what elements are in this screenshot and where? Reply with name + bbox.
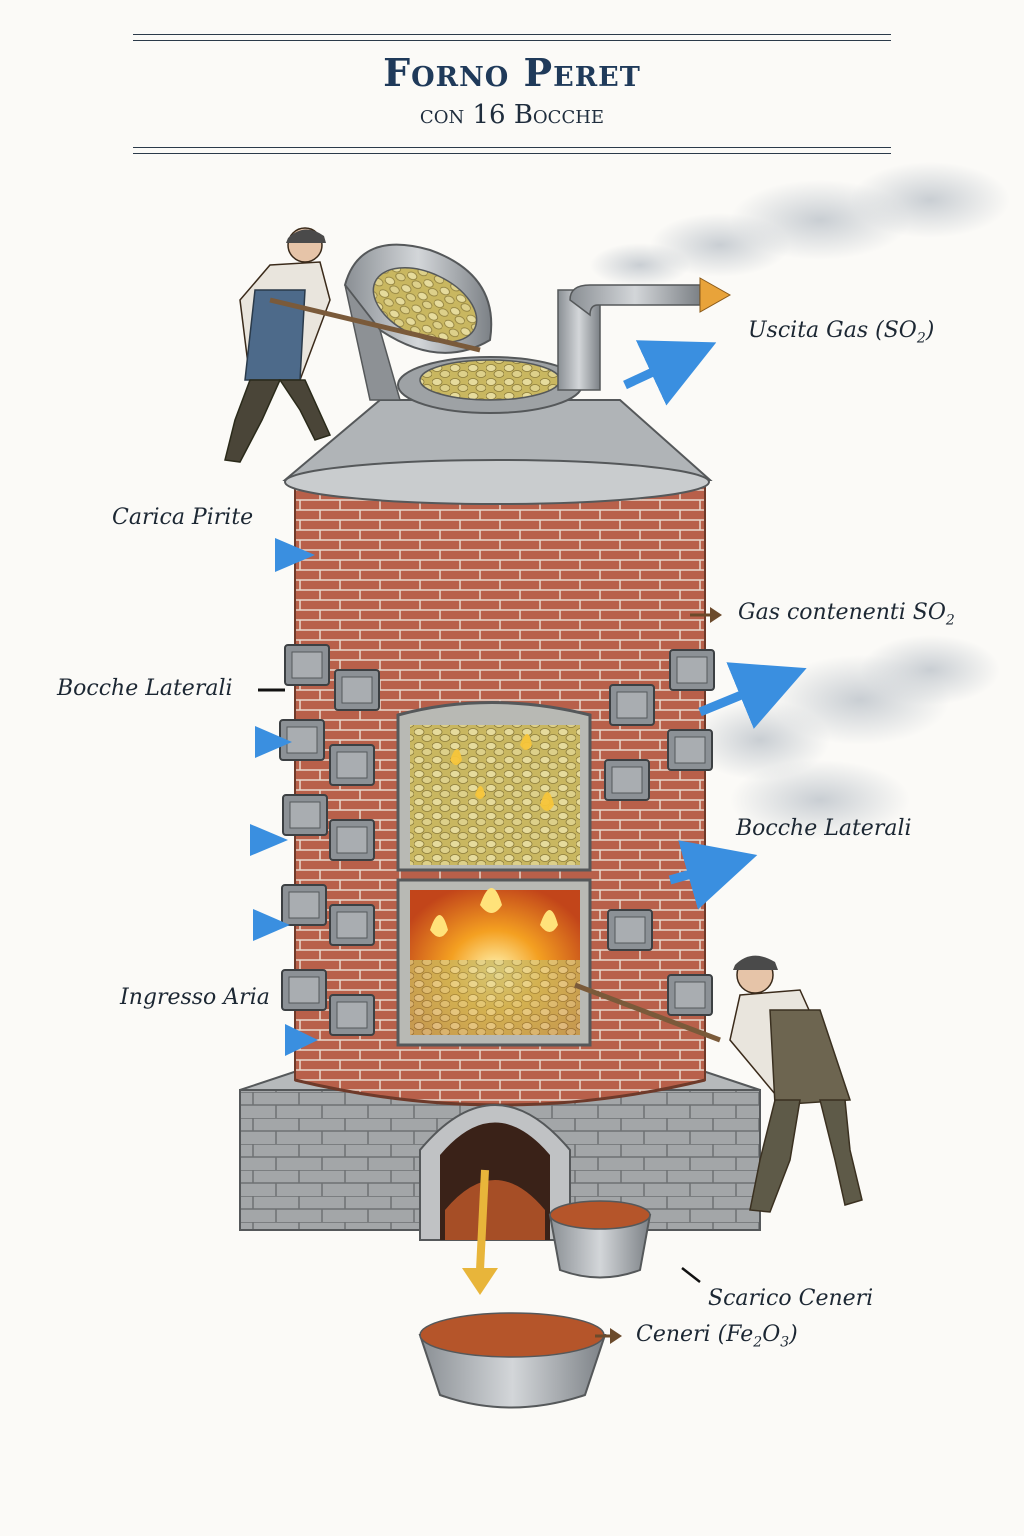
ash-basin (418, 1312, 607, 1409)
label-air-inlet: Ingresso Aria (120, 985, 270, 1010)
side-door-panel-5 (289, 801, 321, 829)
worker-bottom-figure (574, 955, 863, 1213)
label-ash-discharge: Scarico Ceneri (708, 1286, 874, 1311)
lower-fire-chamber (396, 878, 592, 1047)
air-inlet-arrows (160, 538, 318, 1056)
ash-arch (419, 1104, 571, 1241)
furnace-roof (282, 356, 713, 505)
label-gas-so2: Gas contenenti SO2 (738, 600, 955, 629)
side-door-panel-8 (336, 911, 368, 939)
side-door-panel-13 (611, 766, 643, 794)
side-doors (279, 644, 715, 1036)
label-pointers (258, 607, 722, 1344)
side-door-panel-2 (341, 676, 373, 704)
bottom-rule-2 (133, 153, 891, 154)
upper-ore-chamber (396, 701, 592, 872)
page-title: Forno Peret (383, 50, 641, 95)
side-door-panel-9 (288, 976, 320, 1004)
label-side-doors-left: Bocche Laterali (57, 676, 233, 701)
page-subtitle: con 16 Bocche (419, 100, 605, 130)
smoke-plume-top (590, 162, 1010, 287)
label-ash: Ceneri (Fe2O3) (636, 1322, 798, 1351)
side-door-panel-11 (616, 691, 648, 719)
side-door-panel-12 (676, 656, 708, 684)
side-door-panel-6 (336, 826, 368, 854)
side-door-panel-3 (286, 726, 318, 754)
side-door-panel-7 (288, 891, 320, 919)
gas-pipe (557, 277, 732, 391)
side-door-panel-15 (614, 916, 646, 944)
side-door-panel-10 (336, 1001, 368, 1029)
gas-outlet-arrows (623, 340, 807, 910)
side-door-panel-14 (674, 736, 706, 764)
ash-pan-small (548, 1200, 652, 1279)
top-rule-1 (133, 34, 891, 35)
label-pyrite-load: Carica Pirite (112, 505, 254, 530)
side-door-panel-16 (674, 981, 706, 1009)
top-rule-2 (133, 40, 891, 41)
bottom-rule-1 (133, 147, 891, 148)
label-gas-exit: Uscita Gas (SO2) (748, 318, 935, 347)
worker-top-figure (224, 227, 481, 463)
ash-drop-arrow (462, 1169, 498, 1295)
side-door-panel-4 (336, 751, 368, 779)
smoke-plume-side (690, 635, 1000, 840)
label-side-doors-right: Bocche Laterali (736, 816, 912, 841)
side-door-panel-1 (291, 651, 323, 679)
